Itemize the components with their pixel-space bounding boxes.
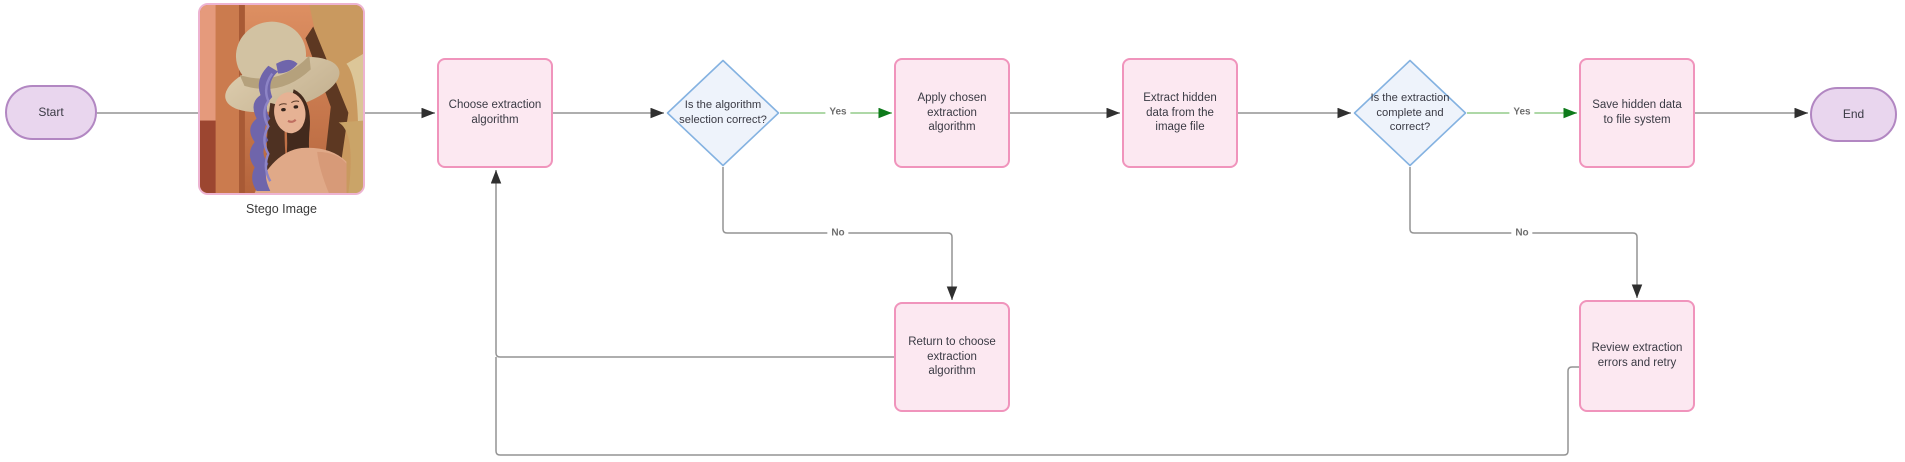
start-terminal: Start bbox=[5, 85, 97, 140]
decision-extraction-correct: Is the extraction complete and correct? bbox=[1353, 59, 1467, 167]
stego-image bbox=[198, 3, 365, 195]
end-label: End bbox=[1842, 106, 1865, 121]
yes-label-2: Yes bbox=[1509, 106, 1535, 118]
stego-image-art bbox=[200, 5, 363, 193]
decision-algorithm-label: Is the algorithm selection correct? bbox=[679, 99, 767, 126]
edge-return-to-choose bbox=[490, 170, 894, 358]
process-choose-algorithm: Choose extraction algorithm bbox=[437, 58, 553, 168]
decision-extraction-label: Is the extraction complete and correct? bbox=[1370, 92, 1450, 134]
process-extract-label: Extract hidden data from the image file bbox=[1143, 91, 1217, 134]
yes-label-1: Yes bbox=[825, 106, 851, 118]
process-save-label: Save hidden data to file system bbox=[1592, 99, 1682, 126]
process-return-choose: Return to choose extraction algorithm bbox=[894, 302, 1010, 412]
no-label-1: No bbox=[827, 227, 849, 239]
process-choose-label: Choose extraction algorithm bbox=[448, 99, 542, 126]
decision-algorithm-correct: Is the algorithm selection correct? bbox=[666, 59, 780, 167]
diamond-shape bbox=[666, 59, 780, 167]
process-apply-algorithm: Apply chosen extraction algorithm bbox=[894, 58, 1010, 168]
process-save-data: Save hidden data to file system bbox=[1579, 58, 1695, 168]
process-review-label: Review extraction errors and retry bbox=[1591, 342, 1683, 369]
edge-review-to-choose bbox=[495, 357, 1579, 456]
no-label-2: No bbox=[1511, 227, 1533, 239]
end-terminal: End bbox=[1810, 87, 1897, 142]
process-extract-data: Extract hidden data from the image file bbox=[1122, 58, 1238, 168]
process-apply-label: Apply chosen extraction algorithm bbox=[917, 91, 987, 134]
process-return-label: Return to choose extraction algorithm bbox=[908, 335, 996, 378]
process-review-errors: Review extraction errors and retry bbox=[1579, 300, 1695, 412]
stego-image-caption: Stego Image bbox=[246, 202, 317, 216]
diamond-shape bbox=[1353, 59, 1467, 167]
start-label: Start bbox=[38, 104, 64, 119]
